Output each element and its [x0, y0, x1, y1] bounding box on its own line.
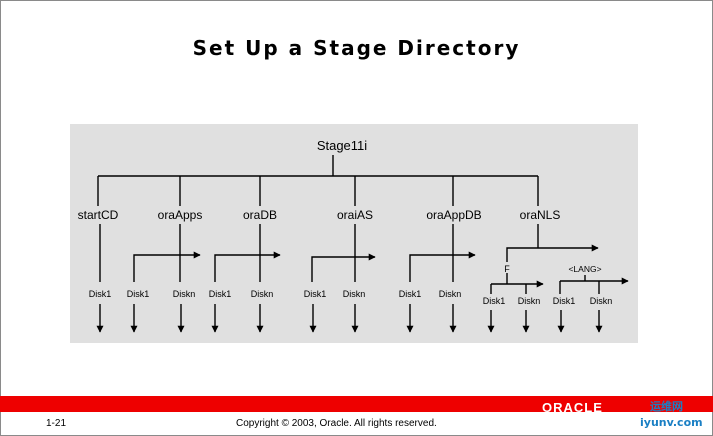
branch-startcd: startCD: [78, 208, 119, 222]
directory-diagram: Stage11i startCD oraApps oraDB oraiAS or…: [70, 124, 638, 343]
oraappdb-disk1: Disk1: [399, 289, 422, 299]
oraapps-arrow: [133, 251, 201, 282]
copyright-text: Copyright © 2003, Oracle. All rights res…: [236, 418, 437, 429]
f-diskn: Diskn: [518, 296, 541, 306]
oracle-logo: ORACLE: [542, 400, 603, 415]
oradb-disk1: Disk1: [209, 289, 232, 299]
slide-title: Set Up a Stage Directory: [192, 36, 521, 60]
oraappdb-arrow: [409, 251, 476, 282]
watermark: 运维网 iyunv.com: [632, 396, 710, 434]
oranls-arrow: [506, 244, 599, 262]
oracle-red-bar: [0, 396, 713, 412]
branch-oraapps: oraApps: [158, 208, 203, 222]
oraias-diskn: Diskn: [343, 289, 366, 299]
lang-diskn: Diskn: [590, 296, 613, 306]
branch-oraias: oraiAS: [337, 208, 373, 222]
oraappdb-diskn: Diskn: [439, 289, 462, 299]
root-label: Stage11i: [317, 138, 367, 153]
nls-f-label: F: [504, 264, 510, 274]
oradb-arrow: [214, 251, 281, 282]
watermark-line2: iyunv.com: [640, 416, 703, 429]
branch-oraappdb: oraAppDB: [426, 208, 481, 222]
startcd-disk1: Disk1: [89, 289, 112, 299]
oraapps-disk1: Disk1: [127, 289, 150, 299]
oraias-arrow: [311, 253, 376, 282]
page-number: 1-21: [46, 418, 67, 429]
lang-disk1: Disk1: [553, 296, 576, 306]
oradb-diskn: Diskn: [251, 289, 274, 299]
nls-lang-label: <LANG>: [568, 264, 601, 274]
watermark-line1: 运维网: [650, 400, 683, 413]
oraapps-diskn: Diskn: [173, 289, 196, 299]
branch-oranls: oraNLS: [520, 208, 561, 222]
branch-oradb: oraDB: [243, 208, 277, 222]
f-disk1: Disk1: [483, 296, 506, 306]
oraias-disk1: Disk1: [304, 289, 327, 299]
tree-svg: Stage11i startCD oraApps oraDB oraiAS or…: [78, 138, 629, 333]
